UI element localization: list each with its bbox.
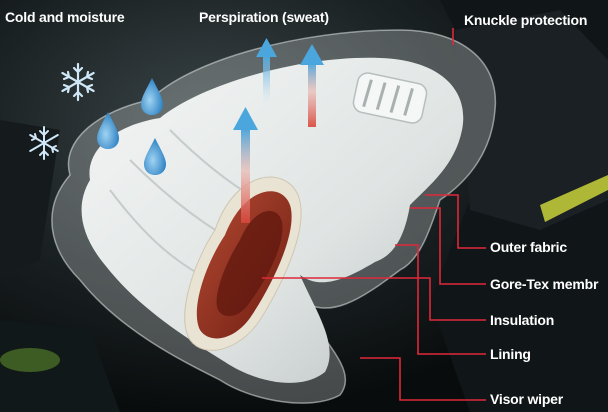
label-visor-wiper: Visor wiper <box>490 391 563 407</box>
label-cold-and-moisture: Cold and moisture <box>5 9 125 25</box>
label-insulation: Insulation <box>490 312 554 328</box>
label-knuckle-protection: Knuckle protection <box>464 12 587 28</box>
label-outer-fabric: Outer fabric <box>490 239 567 255</box>
label-perspiration: Perspiration (sweat) <box>199 9 329 25</box>
bike-highlight <box>0 348 60 372</box>
label-gore-tex-membrane: Gore-Tex membr <box>490 276 598 292</box>
label-lining: Lining <box>490 346 531 362</box>
